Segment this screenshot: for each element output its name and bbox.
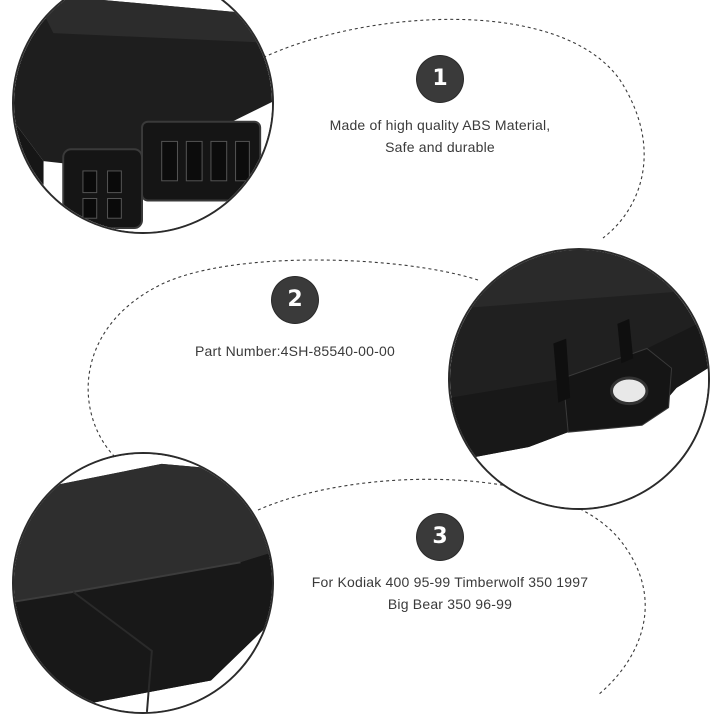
caption-line: Made of high quality ABS Material,	[329, 117, 551, 133]
product-photo-connectors	[12, 0, 274, 234]
feature-number-badge-1: 1	[417, 56, 463, 102]
caption-line: Safe and durable	[385, 139, 495, 155]
caption-line: Big Bear 350 96-99	[387, 596, 513, 612]
feature-caption-compatibility: For Kodiak 400 95-99 Timberwolf 350 1997…	[280, 571, 620, 615]
housing-corner-closeup-image	[14, 454, 272, 712]
feature-number-badge-2: 2	[272, 277, 318, 323]
caption-line: For Kodiak 400 95-99 Timberwolf 350 1997	[311, 574, 589, 590]
product-photo-mounting-tab	[448, 248, 710, 510]
product-photo-housing-corner	[12, 452, 274, 714]
caption-line: Part Number:4SH-85540-00-00	[195, 343, 395, 359]
connector-closeup-image	[14, 0, 272, 232]
feature-number-badge-3: 3	[417, 514, 463, 560]
feature-caption-part-number: Part Number:4SH-85540-00-00	[170, 340, 420, 362]
feature-caption-material: Made of high quality ABS Material, Safe …	[290, 114, 590, 158]
mounting-tab-closeup-image	[450, 250, 708, 508]
